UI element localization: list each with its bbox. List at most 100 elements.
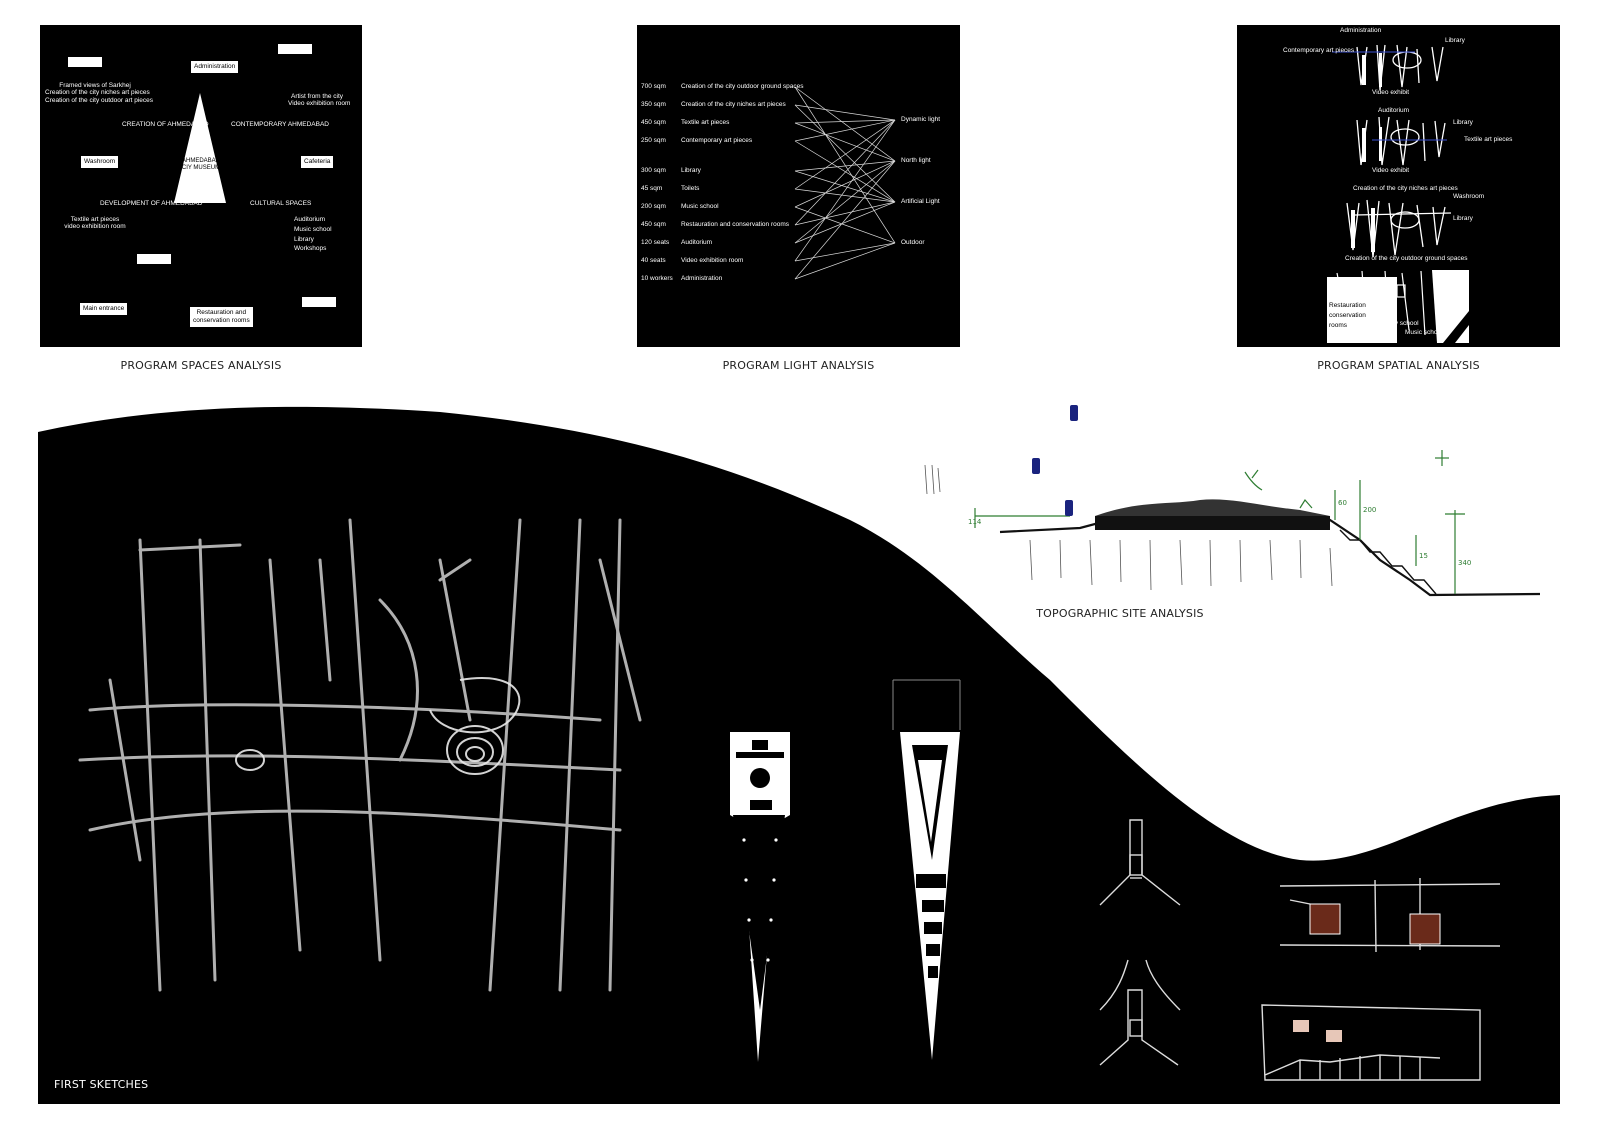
light-row-name: Library xyxy=(681,167,701,174)
light-connection xyxy=(794,160,896,172)
blank-box xyxy=(68,57,102,67)
creation-label: CREATION OF AHMEDABAD xyxy=(122,121,209,128)
light-target-label: North light xyxy=(901,157,931,164)
spaces-caption: PROGRAM SPACES ANALYSIS xyxy=(120,359,282,372)
auditorium-list: Auditorium Music school Library Workshop… xyxy=(294,216,332,253)
program-spatial-panel: Administration Contemporary art pieces L… xyxy=(1237,25,1560,347)
light-connection xyxy=(794,160,896,244)
main-entrance-box: Main entrance xyxy=(80,303,128,316)
light-row-qty: 350 sqm xyxy=(641,101,666,108)
spatial-administration: Administration xyxy=(1340,27,1382,34)
first-sketch-spirals xyxy=(235,677,521,775)
spaces-diagram xyxy=(174,93,226,203)
artist-list: Artist from the city Video exhibition ro… xyxy=(288,93,351,108)
light-row-name: Creation of the city niches art pieces xyxy=(681,101,786,108)
light-target-label: Dynamic light xyxy=(901,116,941,123)
light-connection xyxy=(794,119,896,262)
dim-label: 340 xyxy=(1458,559,1471,567)
light-row-qty: 450 sqm xyxy=(641,119,666,126)
light-row-name: Restauration and conservation rooms xyxy=(681,221,790,228)
light-row-qty: 120 seats xyxy=(641,239,670,246)
site-caption: TOPOGRAPHIC SITE ANALYSIS xyxy=(1036,607,1204,620)
first-sketch-drawing xyxy=(78,518,642,992)
spatial-library-1: Library xyxy=(1445,37,1465,44)
light-connection xyxy=(794,160,896,208)
spatial-clay: Clay school xyxy=(1385,320,1419,327)
light-row-name: Contemporary art pieces xyxy=(681,137,753,144)
light-connection xyxy=(794,242,896,280)
spatial-washroom: Washroom xyxy=(1453,193,1485,200)
plan-sketch-2 xyxy=(892,679,961,1060)
light-row-name: Administration xyxy=(681,275,723,282)
light-row-name: Video exhibition room xyxy=(681,257,744,264)
light-connection xyxy=(794,140,896,203)
light-row-name: Auditorium xyxy=(681,239,713,246)
light-row-name: Music school xyxy=(681,203,719,210)
light-row-qty: 700 sqm xyxy=(641,83,666,90)
light-connection xyxy=(794,86,896,162)
spatial-library-2: Library xyxy=(1453,119,1473,126)
light-row-name: Toilets xyxy=(681,185,700,192)
dim-label: 60 xyxy=(1338,499,1347,507)
light-connection xyxy=(794,86,896,244)
light-row-qty: 45 sqm xyxy=(641,185,663,192)
light-connection xyxy=(794,188,896,203)
sketches-caption: FIRST SKETCHES xyxy=(54,1078,149,1091)
dim-label: 200 xyxy=(1363,506,1376,514)
light-connection xyxy=(794,104,896,203)
spatial-contemporary: Contemporary art pieces xyxy=(1283,47,1355,54)
dim-label: 15 xyxy=(1419,552,1428,560)
light-connection xyxy=(794,242,896,262)
light-connection xyxy=(794,119,896,190)
spatial-video-1: Video exhibit xyxy=(1372,89,1410,96)
program-light-panel: 700 sqm Creation of the city outdoor grou… xyxy=(637,25,960,347)
topographic-section: 114 60 200 15 340 xyxy=(924,405,1541,597)
spatial-library-3: Library xyxy=(1453,215,1473,222)
light-row-qty: 40 seats xyxy=(641,257,666,264)
perspective-frames xyxy=(1293,903,1441,1042)
light-row-qty: 10 workers xyxy=(641,275,673,282)
light-connection xyxy=(794,119,896,226)
spatial-textile: Textile art pieces xyxy=(1464,136,1513,143)
spatial-restauration: Restauration conservation rooms xyxy=(1329,302,1366,330)
light-row-name: Textile art pieces xyxy=(681,119,730,126)
cultural-label: CULTURAL SPACES xyxy=(250,200,312,207)
washroom-box: Washroom xyxy=(81,156,119,169)
plan-sketch-1 xyxy=(730,732,790,1062)
light-row-qty: 300 sqm xyxy=(641,167,666,174)
spatial-outdoor: Creation of the city outdoor ground spac… xyxy=(1345,255,1468,262)
perspective-sketches xyxy=(1099,819,1501,1081)
light-row-qty: 200 sqm xyxy=(641,203,666,210)
contemporary-label: CONTEMPORARY AHMEDABAD xyxy=(231,121,330,128)
light-connection xyxy=(794,122,896,162)
light-connection xyxy=(794,119,896,142)
light-connection xyxy=(794,119,896,124)
light-row-qty: 250 sqm xyxy=(641,137,666,144)
dim-label: 114 xyxy=(968,518,982,526)
spatial-video-2: Video exhibit xyxy=(1372,167,1410,174)
light-connection xyxy=(794,104,896,121)
light-connection xyxy=(794,201,896,244)
light-caption: PROGRAM LIGHT ANALYSIS xyxy=(722,359,875,372)
administration-box: Administration xyxy=(191,61,239,74)
light-connection xyxy=(794,170,896,203)
light-connection xyxy=(794,201,896,226)
spatial-caption: PROGRAM SPATIAL ANALYSIS xyxy=(1317,359,1480,372)
light-connection-lines xyxy=(794,86,896,280)
textile-list: Textile art pieces video exhibition room xyxy=(64,216,126,231)
light-connection xyxy=(794,206,896,244)
creation-list: Framed views of Sarkhej Creation of the … xyxy=(45,82,154,104)
light-row-qty: 450 sqm xyxy=(641,221,666,228)
spatial-sketches xyxy=(1327,44,1469,343)
spatial-music: Music school xyxy=(1405,329,1443,336)
spatial-niches: Creation of the city niches art pieces xyxy=(1353,185,1458,192)
development-label: DEVELOPMENT OF AHMEDABAD xyxy=(100,200,203,207)
light-row-name: Creation of the city outdoor ground spac… xyxy=(681,83,804,90)
blank-box xyxy=(278,44,312,54)
blank-box xyxy=(137,254,171,264)
cafeteria-box: Cafeteria xyxy=(301,156,334,169)
light-target-label: Outdoor xyxy=(901,239,925,246)
